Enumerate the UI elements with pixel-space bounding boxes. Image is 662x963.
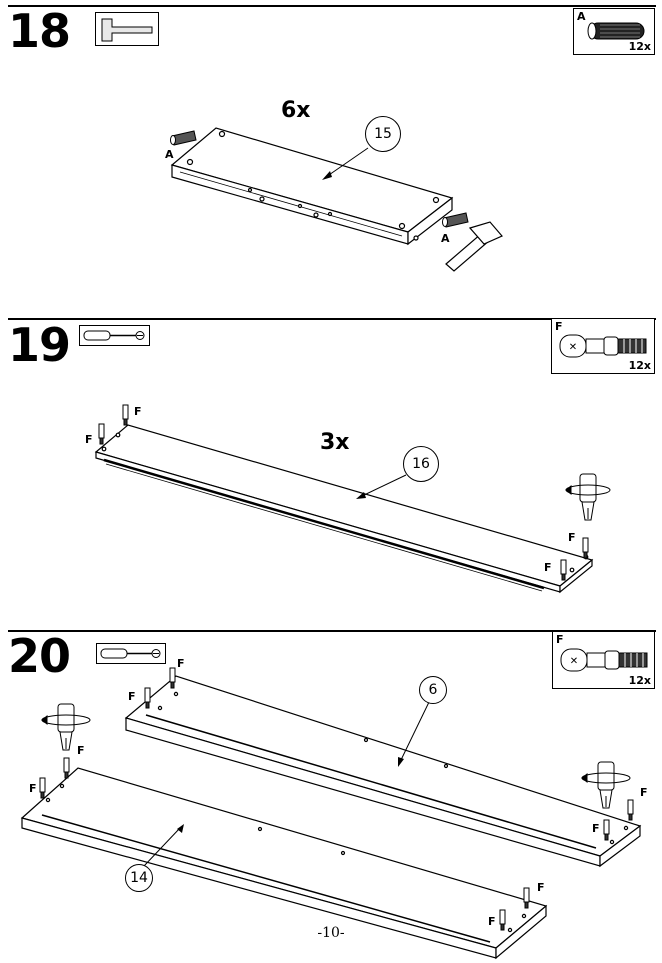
step-18-quantity: 6x [281, 98, 311, 123]
step-19-part-box: F ✕ 12x [551, 318, 655, 374]
step-18-tool-box [95, 12, 159, 46]
callout-16-leader [359, 474, 407, 498]
step-19-quantity: 3x [320, 430, 350, 455]
part-label-f: F [537, 881, 545, 894]
dowel-left [170, 130, 197, 146]
part-letter: F [555, 320, 563, 333]
part-label-f: F [640, 786, 648, 799]
callout-16: 16 [403, 446, 439, 482]
part-letter: F [556, 633, 564, 646]
step-18-number: 18 [8, 4, 71, 58]
callout-14-arrow [177, 824, 184, 833]
panel-15 [170, 127, 454, 246]
part-label-f: F [544, 561, 552, 574]
step-18-divider [8, 5, 656, 7]
step-20-divider [8, 630, 656, 632]
part-label-f: F [592, 822, 600, 835]
part-label-f: F [134, 405, 142, 418]
panel-6 [124, 675, 642, 868]
cam-bolt [98, 404, 589, 581]
part-quantity: 12x [628, 40, 651, 53]
part-label-f: F [568, 531, 576, 544]
dowel-right [442, 212, 469, 228]
part-letter: A [577, 10, 586, 23]
panel-16 [94, 424, 594, 594]
part-quantity: 12x [628, 674, 651, 687]
panel-14 [20, 767, 548, 960]
step-19-tool-box [79, 325, 150, 346]
dowel-icon [587, 22, 645, 40]
part-quantity: 12x [628, 359, 651, 372]
callout-6-arrow [398, 757, 404, 767]
cam-bolt-icon: ✕ [559, 334, 647, 358]
cam-bolt-icon: ✕ [560, 648, 648, 672]
page-number: -10- [317, 925, 345, 941]
cam-bolt [39, 667, 634, 931]
step-20-tool-box [96, 643, 166, 664]
svg-text:✕: ✕ [569, 342, 577, 353]
callout-6: 6 [419, 676, 447, 704]
step-19-divider [8, 318, 656, 320]
part-label-f: F [128, 690, 136, 703]
step-19-number: 19 [8, 318, 71, 372]
callout-14-leader [143, 827, 181, 867]
hammer-drawing [445, 221, 503, 272]
screwdriver-drawing [41, 703, 91, 751]
callout-14: 14 [125, 864, 153, 892]
step-20-part-box: F ✕ 12x [552, 631, 655, 689]
part-label-f: F [85, 433, 93, 446]
callout-16-arrow [356, 492, 366, 499]
callout-15: 15 [365, 116, 401, 152]
step-18-part-box: A 12x [573, 8, 655, 55]
screwdriver-icon [83, 330, 145, 341]
callout-6-leader [399, 699, 431, 763]
part-label-f: F [177, 657, 185, 670]
screwdriver-drawing [565, 473, 611, 521]
step-20-number: 20 [8, 629, 71, 683]
part-label-f: F [77, 744, 85, 757]
svg-text:✕: ✕ [570, 656, 578, 667]
callout-15-arrow [322, 171, 332, 180]
part-label-f: F [488, 915, 496, 928]
screwdriver-drawing [581, 761, 631, 809]
part-label-a: A [165, 148, 174, 161]
part-label-a: A [441, 232, 450, 245]
part-label-f: F [29, 782, 37, 795]
callout-15-leader [325, 147, 369, 178]
screwdriver-icon [100, 648, 161, 659]
hammer-icon [101, 18, 153, 42]
